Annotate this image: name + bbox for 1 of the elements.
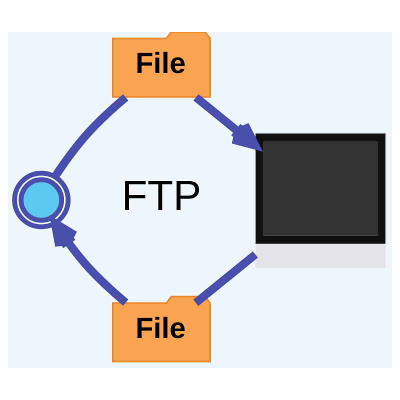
label: FTP <box>122 172 202 220</box>
